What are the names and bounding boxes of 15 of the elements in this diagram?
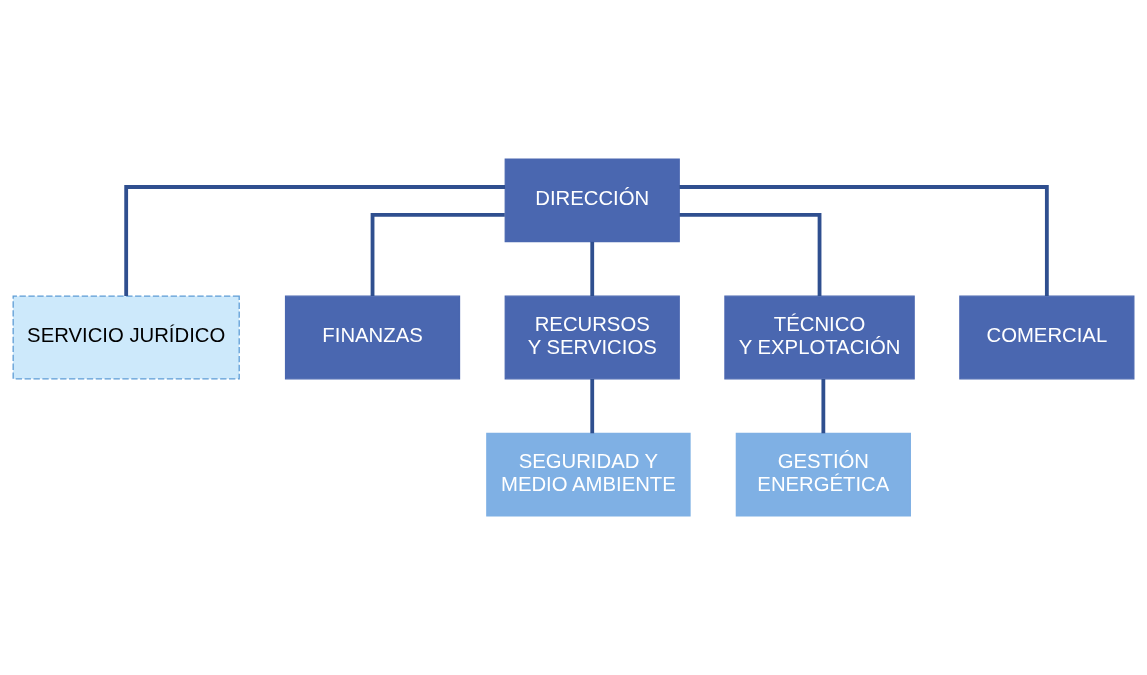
connector xyxy=(590,241,595,297)
connector xyxy=(679,185,1049,296)
connector xyxy=(370,213,505,296)
node-box: FINANZAS xyxy=(284,295,461,380)
node-box: COMERCIAL xyxy=(959,295,1135,380)
node-box: SEGURIDAD Y MEDIO AMBIENTE xyxy=(486,432,691,517)
connector xyxy=(821,379,826,434)
node-box: SERVICIO JURÍDICO xyxy=(12,295,240,380)
connector xyxy=(590,379,595,434)
connector xyxy=(124,185,506,296)
node-box: GESTIÓN ENERGÉTICA xyxy=(735,432,911,517)
node-box: TÉCNICO Y EXPLOTACIÓN xyxy=(724,295,915,380)
node-box: RECURSOS Y SERVICIOS xyxy=(504,295,680,380)
connector xyxy=(679,213,822,296)
node-box: DIRECCIÓN xyxy=(504,158,680,243)
